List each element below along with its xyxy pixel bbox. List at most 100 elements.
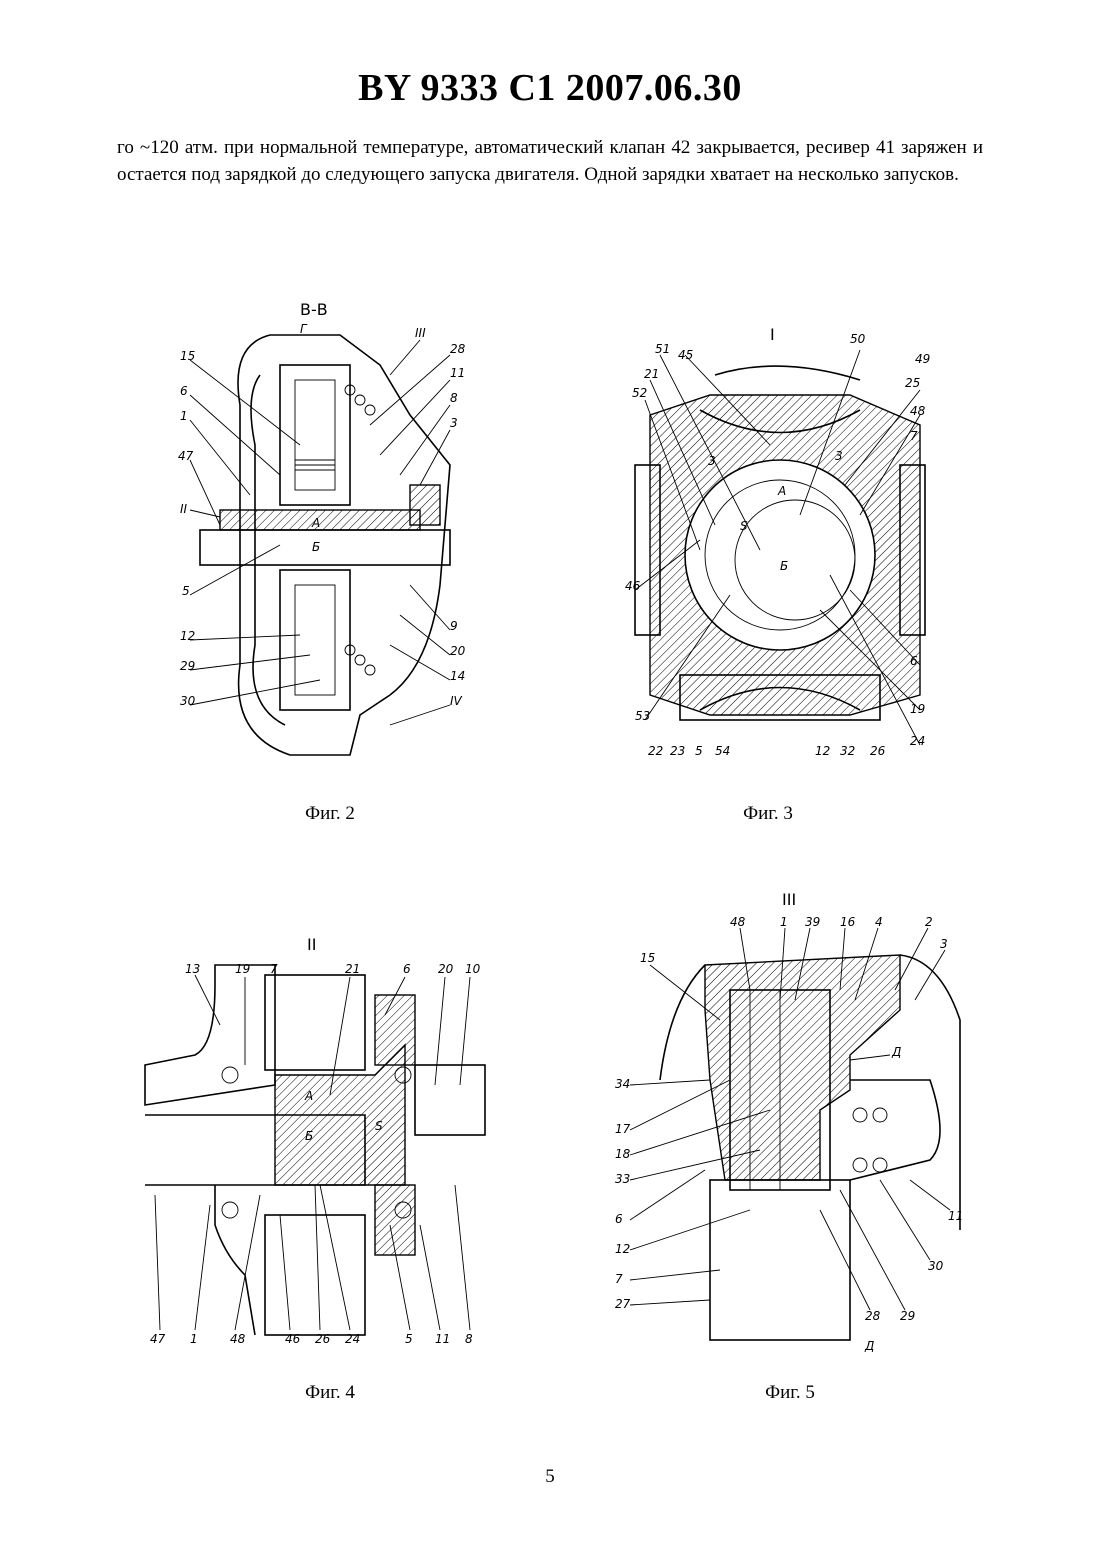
part-label: 19	[910, 702, 925, 716]
part-label: 29	[900, 1309, 915, 1323]
part-label: 24	[345, 1332, 360, 1346]
part-label: 28	[450, 342, 466, 356]
part-label: 48	[910, 404, 926, 418]
part-label: 1	[780, 915, 788, 929]
part-label: 32	[840, 744, 855, 758]
part-label: 51	[655, 342, 670, 356]
part-label: 23	[670, 744, 685, 758]
part-label: 50	[850, 332, 866, 346]
part-label: 3	[940, 937, 948, 951]
part-label: 10	[465, 962, 481, 976]
part-label: 46	[625, 579, 641, 593]
figure-2-caption: Фиг. 2	[230, 803, 430, 825]
figure-5-drawing: III 15 48 1 39 16 4 2 3 Д 34 17 18 33 6 …	[610, 880, 970, 1360]
figure-4-drawing: II 13 19 7 21 6 20 10 А Б S 47 1 48 46 2…	[135, 925, 495, 1355]
part-label: III	[415, 326, 426, 340]
part-label: 53	[635, 709, 650, 723]
part-label: 13	[185, 962, 200, 976]
part-label: 20	[450, 644, 466, 658]
part-label: 3	[708, 454, 716, 468]
part-label: 29	[180, 659, 195, 673]
figure-3-caption: Фиг. 3	[668, 803, 868, 825]
part-label: А	[777, 484, 786, 498]
patent-header: BY 9333 C1 2007.06.30	[0, 66, 1100, 110]
part-label: 54	[715, 744, 730, 758]
part-label: 3	[450, 416, 458, 430]
part-label: 15	[640, 951, 655, 965]
part-label: 16	[840, 915, 856, 929]
part-label: 19	[235, 962, 250, 976]
part-label: 47	[178, 449, 194, 463]
part-label: 30	[180, 694, 196, 708]
fig2-section-label: В-В	[300, 300, 328, 319]
fig4-section-label: II	[307, 935, 316, 954]
part-label: 6	[910, 654, 918, 668]
part-label: 6	[180, 384, 188, 398]
part-label: 11	[948, 1209, 963, 1223]
part-label: 8	[465, 1332, 473, 1346]
part-label: S	[740, 519, 748, 533]
part-label: 5	[695, 744, 703, 758]
part-label: Б	[780, 559, 788, 573]
figure-5-caption: Фиг. 5	[690, 1382, 890, 1404]
part-label: 7	[615, 1272, 623, 1286]
part-label: 34	[615, 1077, 630, 1091]
part-label: 5	[182, 584, 190, 598]
page-number: 5	[0, 1466, 1100, 1488]
part-label: 12	[180, 629, 195, 643]
part-label: II	[180, 502, 188, 516]
part-label: 18	[615, 1147, 631, 1161]
part-label: 24	[910, 734, 925, 748]
part-label: 20	[438, 962, 454, 976]
part-label: 7	[910, 429, 918, 443]
part-label: 33	[615, 1172, 630, 1186]
part-label: 9	[450, 619, 458, 633]
part-label: 22	[648, 744, 663, 758]
part-label: 39	[805, 915, 820, 929]
part-label: Б	[312, 540, 320, 554]
fig5-section-label: III	[782, 890, 796, 909]
part-label: 21	[345, 962, 360, 976]
part-label: 49	[915, 352, 930, 366]
figure-3-drawing: I 51 45 50 49 21 25 52 48 7 3 3 А Б S 46…	[620, 315, 940, 775]
part-label: 5	[405, 1332, 413, 1346]
fig3-section-label: I	[770, 325, 775, 344]
part-label: Б	[305, 1129, 313, 1143]
part-label: Д	[891, 1045, 901, 1059]
part-label: 30	[928, 1259, 944, 1273]
part-label: 46	[285, 1332, 301, 1346]
part-label: 17	[615, 1122, 631, 1136]
part-label: 6	[615, 1212, 623, 1226]
part-label: 1	[190, 1332, 198, 1346]
part-label: 26	[315, 1332, 331, 1346]
part-label: S	[375, 1119, 383, 1133]
part-label: 52	[632, 386, 647, 400]
part-label: 2	[925, 915, 933, 929]
part-label: 28	[865, 1309, 881, 1323]
figure-2-drawing: В-В 15 6 1 47 II 5 12 29 30 III 28 11 8 …	[160, 285, 480, 775]
part-label: 27	[615, 1297, 631, 1311]
part-label: 48	[730, 915, 746, 929]
part-label: А	[304, 1089, 313, 1103]
part-label: 14	[450, 669, 465, 683]
part-label: 15	[180, 349, 195, 363]
part-label: 25	[905, 376, 920, 390]
part-label: 12	[815, 744, 830, 758]
figure-4-caption: Фиг. 4	[230, 1382, 430, 1404]
part-label: 47	[150, 1332, 166, 1346]
part-label: Г	[300, 322, 308, 336]
part-label: 6	[403, 962, 411, 976]
part-label: 4	[875, 915, 883, 929]
part-label: А	[311, 516, 320, 530]
part-label: 21	[644, 367, 659, 381]
part-label: 11	[435, 1332, 450, 1346]
body-paragraph: го ~120 атм. при нормальной температуре,…	[117, 134, 983, 188]
part-label: IV	[450, 694, 463, 708]
part-label: 7	[270, 962, 278, 976]
part-label: 3	[835, 449, 843, 463]
part-label: Д	[864, 1339, 874, 1353]
part-label: 12	[615, 1242, 630, 1256]
part-label: 11	[450, 366, 465, 380]
part-label: 8	[450, 391, 458, 405]
part-label: 1	[180, 409, 188, 423]
